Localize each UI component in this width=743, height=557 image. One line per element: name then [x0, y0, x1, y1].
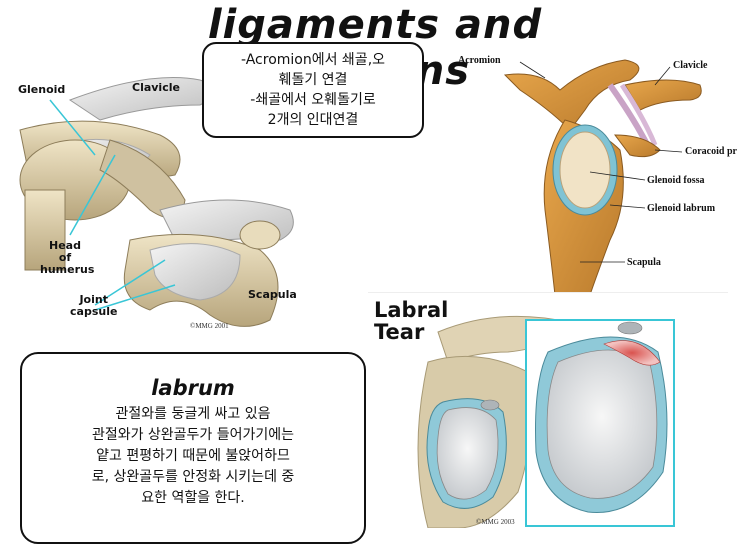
note-line: -쇄골에서 오훼돌기로 — [250, 92, 376, 108]
note-line: -Acromion에서 쇄골,오 — [240, 52, 386, 68]
labral-tear-title: Labral Tear — [374, 298, 449, 344]
label-acromion: Acromion — [458, 55, 501, 66]
label-glenoid-labrum: Glenoid labrum — [647, 203, 716, 214]
label-glenoid-fossa: Glenoid fossa — [647, 175, 705, 186]
label-scapula-left: Scapula — [248, 288, 297, 301]
note-line: 훼돌기 연결 — [278, 72, 348, 88]
labrum-line: 관절와가 상완골두가 들어가기에는 — [91, 427, 295, 443]
ligament-note-box: -Acromion에서 쇄골,오 훼돌기 연결 -쇄골에서 오훼돌기로 2개의 … — [202, 42, 424, 138]
label-scapula-right: Scapula — [627, 257, 661, 268]
scapula-illustration — [503, 59, 702, 295]
label-coracoid: Coracoid pr — [685, 146, 737, 157]
labrum-line: 얕고 편평하기 때문에 불앉어하므 — [96, 448, 290, 464]
labrum-line: 로, 상완골두를 안정화 시키는데 중 — [91, 469, 295, 485]
label-clavicle-left: Clavicle — [132, 81, 180, 94]
labrum-line: 관절와를 둥글게 싸고 있음 — [115, 406, 271, 422]
labral-tear-illustration — [368, 292, 728, 528]
copyright-left: ©MMG 2001 — [190, 322, 229, 330]
shoulder-anatomy-illustration — [19, 77, 294, 327]
labrum-line: 요한 역할을 한다. — [141, 490, 245, 506]
copyright-right: ©MMG 2003 — [476, 518, 515, 526]
label-clavicle-right: Clavicle — [673, 60, 708, 71]
label-glenoid: Glenoid — [18, 83, 66, 96]
label-head-of-humerus: Head of humerus — [40, 239, 95, 276]
labrum-description-box: labrum 관절와를 둥글게 싸고 있음 관절와가 상완골두가 들어가기에는 … — [20, 352, 366, 544]
note-line: 2개의 인대연결 — [267, 112, 359, 128]
labrum-title: labrum — [151, 376, 235, 400]
label-joint-capsule: Joint capsule — [70, 293, 118, 318]
